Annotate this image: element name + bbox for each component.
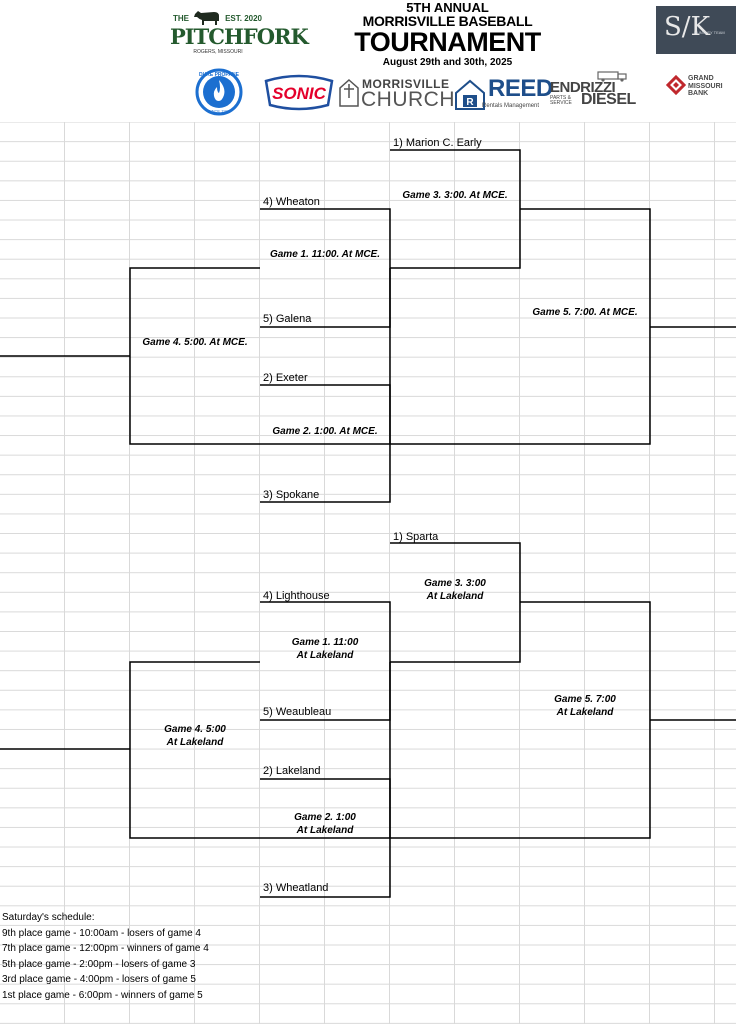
lakeland-bracket-lines — [0, 542, 736, 898]
sonic-text: SONIC — [272, 84, 327, 103]
mce-seed-3: 3) Spokane — [263, 489, 320, 501]
lakeland-game-1: Game 1. 11:00 At Lakeland — [260, 636, 390, 662]
svg-text:R: R — [466, 97, 474, 108]
pitchfork-the: THE — [173, 14, 189, 23]
church-icon — [339, 78, 359, 107]
title-line-3: TOURNAMENT — [354, 27, 541, 57]
endrizzi-line-2: DIESEL — [581, 91, 636, 108]
lakeland-game-4: Game 4. 5:00 At Lakeland — [130, 723, 260, 749]
tournament-dates: August 29th and 30th, 2025 — [382, 57, 513, 68]
lakeland-seed-4: 4) Lighthouse — [263, 590, 330, 602]
mce-game-1: Game 1. 11:00. At MCE. — [269, 249, 381, 260]
propane-top-text: DUKE PROPANE — [199, 72, 240, 78]
title-line-2: MORRISVILLE BASEBALL — [362, 13, 533, 29]
mce-game-4: Game 4. 5:00. At MCE. — [142, 337, 248, 348]
mce-bracket-lines — [0, 149, 736, 503]
bank-line-2: MISSOURI — [688, 82, 723, 90]
lakeland-game-4-time: Game 4. 5:00 — [164, 724, 226, 735]
morrisville-church-logo: MORRISVILLE CHURCH — [338, 76, 455, 112]
lakeland-seed-5: 5) Weaubleau — [263, 706, 332, 718]
lakeland-game-3: Game 3. 3:00 At Lakeland — [390, 577, 520, 603]
saturday-schedule: Saturday's schedule: 9th place game - 10… — [2, 910, 302, 1004]
schedule-heading: Saturday's schedule: — [2, 912, 95, 923]
lakeland-seed-2: 2) Lakeland — [263, 765, 321, 777]
header-banner: THE EST. 2020 PITCHFORK ROGERS, MISSOURI… — [0, 0, 736, 122]
lakeland-game-1-time: Game 1. 11:00 — [291, 637, 359, 648]
lakeland-game-2-time: Game 2. 1:00 — [294, 812, 356, 823]
schedule-item: 7th place game - 12:00pm - winners of ga… — [2, 943, 209, 955]
sk-subtitle: HUNTLEY TEAM — [694, 30, 725, 35]
church-line-2: CHURCH — [361, 88, 455, 111]
schedule-item: 3rd place game - 4:00pm - losers of game… — [2, 974, 196, 986]
bank-line-1: GRAND — [688, 75, 714, 82]
endrizzi-line-1: ENDRIZZI — [550, 79, 616, 96]
lakeland-seed-1: 1) Sparta — [393, 531, 439, 543]
sk-logo: S/K HUNTLEY TEAM — [656, 6, 736, 54]
cow-icon — [194, 11, 219, 25]
title-line-1: 5TH ANNUAL — [406, 0, 489, 15]
mce-seed-5: 5) Galena — [263, 313, 312, 325]
lakeland-game-4-location: At Lakeland — [166, 737, 224, 748]
schedule-item: 5th place game - 2:00pm - losers of game… — [2, 958, 196, 970]
endrizzi-sub: PARTS & SERVICE — [550, 95, 572, 106]
mce-seed-1: 1) Marion C. Early — [393, 137, 482, 149]
propane-flame-logo: DUKE PROPANE SINCE 1991 — [195, 68, 243, 116]
lakeland-game-1-location: At Lakeland — [296, 650, 354, 661]
mce-seed-4: 4) Wheaton — [263, 196, 320, 208]
reed-logo: R REED Rentals Management — [454, 75, 553, 113]
propane-bottom-text: SINCE 1991 — [208, 109, 231, 114]
truck-icon — [597, 71, 627, 82]
schedule-item: 9th place game - 10:00am - losers of gam… — [2, 927, 201, 939]
mce-game-3: Game 3. 3:00. At MCE. — [402, 190, 508, 201]
lakeland-game-5: Game 5. 7:00 At Lakeland — [520, 693, 650, 719]
grand-missouri-bank-logo: GRAND MISSOURI BANK — [666, 72, 736, 102]
schedule-item: 1st place game - 6:00pm - winners of gam… — [2, 989, 203, 1001]
lakeland-game-2-location: At Lakeland — [296, 825, 354, 836]
lakeland-game-2: Game 2. 1:00 At Lakeland — [260, 811, 390, 837]
reed-name: REED — [488, 75, 553, 102]
church-line-1: MORRISVILLE — [362, 77, 450, 91]
bank-mark-icon — [666, 75, 686, 95]
endrizzi-diesel-logo: ENDRIZZI PARTS & SERVICE DIESEL — [550, 70, 636, 112]
house-icon: R — [455, 79, 485, 110]
pitchfork-est: EST. 2020 — [225, 14, 262, 23]
mce-game-5: Game 5. 7:00. At MCE. — [532, 307, 638, 318]
mce-game-2: Game 2. 1:00. At MCE. — [272, 426, 378, 437]
pitchfork-location: ROGERS, MISSOURI — [193, 49, 243, 55]
mce-seed-2: 2) Exeter — [263, 372, 308, 384]
sonic-logo: SONIC — [264, 74, 334, 111]
sk-mark: S/K — [664, 12, 710, 42]
lakeland-game-3-location: At Lakeland — [426, 591, 484, 602]
bank-line-3: BANK — [688, 90, 709, 97]
lakeland-game-3-time: Game 3. 3:00 — [424, 578, 486, 589]
lakeland-seed-3: 3) Wheatland — [263, 882, 329, 894]
reed-subtitle: Rentals Management — [482, 103, 540, 109]
tournament-title: 5TH ANNUAL MORRISVILLE BASEBALL TOURNAME… — [325, 0, 570, 70]
lakeland-game-5-location: At Lakeland — [556, 707, 614, 718]
lakeland-game-5-time: Game 5. 7:00 — [554, 694, 616, 705]
